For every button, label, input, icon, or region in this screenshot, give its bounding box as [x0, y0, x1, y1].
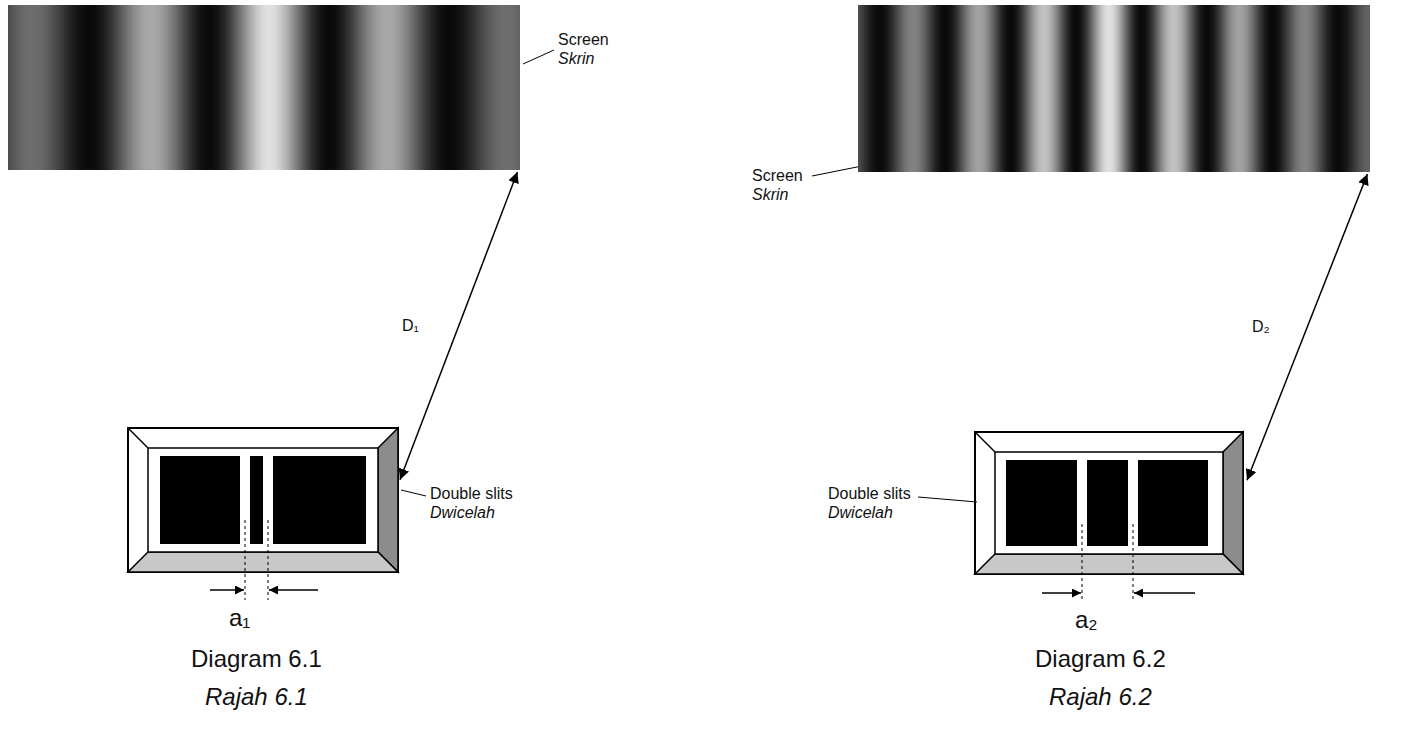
screen-surface [8, 5, 520, 170]
plate-inner [995, 452, 1223, 554]
part-name-translation: Skrin [752, 185, 803, 204]
figure-caption: Rajah 6.2 [1049, 683, 1152, 711]
double-slit-plate: Double slitsDwicelah [128, 428, 398, 572]
dimension-arrow [269, 589, 318, 591]
part-name: Double slits [828, 484, 911, 503]
slit [1077, 460, 1087, 546]
dimension-line [245, 520, 246, 600]
part-name: Screen [558, 30, 609, 49]
part-name: Double slits [430, 484, 513, 503]
part-name-translation: Skrin [558, 49, 609, 68]
double-slit-plate [128, 428, 398, 572]
screen: ScreenSkrin [858, 5, 1370, 172]
slit [263, 456, 273, 544]
leader-line [812, 166, 862, 176]
plate-bevel [1223, 432, 1243, 574]
dimension-arrow [1042, 592, 1081, 594]
opaque-plate [1006, 460, 1208, 546]
plate-bevel [378, 428, 398, 572]
leader-line [401, 490, 426, 496]
opaque-plate [160, 456, 366, 544]
leader-line [918, 497, 977, 502]
node-label: Double slitsDwicelah [430, 484, 513, 522]
plate-frame [975, 432, 1243, 574]
figure-caption: Diagram 6.2 [1035, 645, 1166, 673]
node-label: ScreenSkrin [752, 166, 803, 204]
plate-bevel [975, 554, 1243, 574]
figure-caption: Rajah 6.1 [205, 683, 308, 711]
plate-bevel-edge [975, 432, 995, 452]
double-slit-plate [975, 432, 1243, 574]
distance-label: D₂ [1250, 318, 1272, 336]
plate-bevel-edge [128, 428, 148, 448]
distance-label: D₁ [400, 317, 421, 335]
plate-frame [128, 428, 398, 572]
figure-caption: Diagram 6.1 [191, 645, 322, 673]
double-slit-plate: Double slitsDwicelah [975, 432, 1243, 574]
dimension-label: a₁ [229, 604, 250, 632]
leader-line [523, 50, 554, 64]
dimension-line [1082, 524, 1083, 602]
part-name-translation: Dwicelah [828, 503, 911, 522]
slit [1128, 460, 1138, 546]
dimension-arrow [210, 589, 244, 591]
distance-arrow [400, 172, 517, 480]
node-label: ScreenSkrin [558, 30, 609, 68]
dimension-label: a₂ [1075, 606, 1098, 634]
interference-pattern [858, 5, 1370, 172]
dimension-arrow [1134, 592, 1195, 594]
slit-separation-dimension [1042, 524, 1195, 602]
node-label: Double slitsDwicelah [828, 484, 911, 522]
interference-pattern [8, 5, 520, 170]
dimension-line [268, 520, 269, 600]
distance-arrow [1247, 174, 1367, 480]
dimension-line [1133, 524, 1134, 602]
part-name: Screen [752, 166, 803, 185]
slit [240, 456, 250, 544]
screen-surface [858, 5, 1370, 172]
slit-separation-dimension [210, 520, 318, 600]
screen: ScreenSkrin [8, 5, 520, 170]
plate-bevel [128, 552, 398, 572]
part-name-translation: Dwicelah [430, 503, 513, 522]
plate-inner [148, 448, 378, 552]
